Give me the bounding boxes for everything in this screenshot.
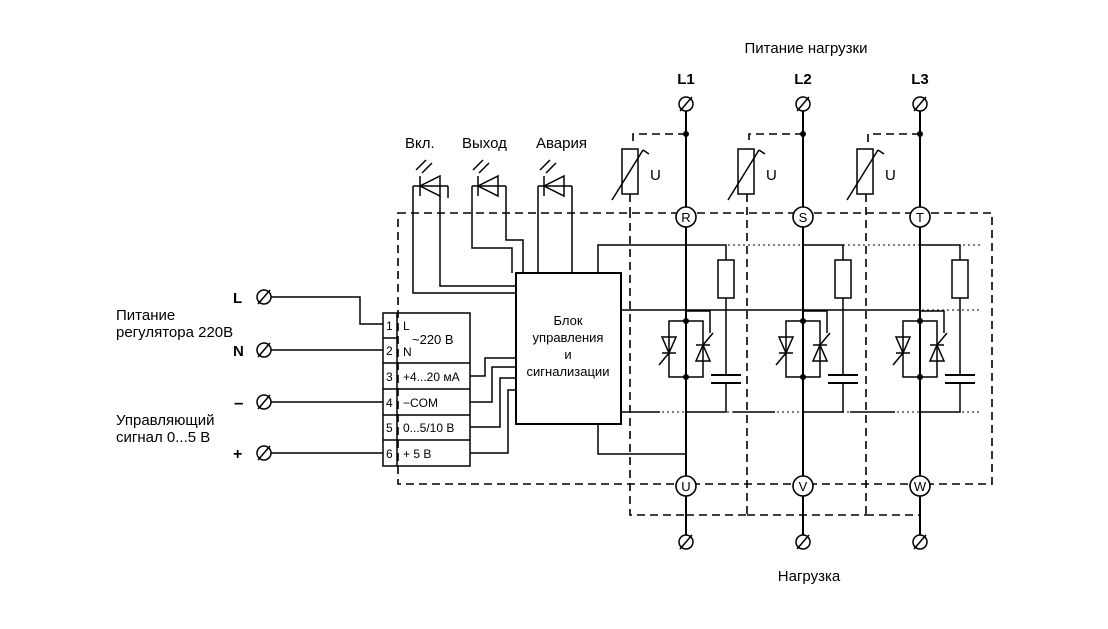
thyristor-group-3: [892, 244, 976, 413]
wire-l: [271, 296, 383, 325]
svg-text:+: +: [233, 446, 242, 463]
terminal-s: S: [799, 210, 808, 225]
terminal-label-1: L: [403, 319, 410, 333]
phase-l3: L3 U T W: [846, 71, 931, 550]
wire-t6: [470, 389, 516, 454]
wire-t4: [470, 366, 516, 403]
terminal-v: V: [799, 479, 808, 494]
varistor-icon: [856, 148, 874, 195]
load-label: Нагрузка: [778, 568, 841, 585]
input-terminal-plus: +: [233, 445, 272, 463]
terminal-num-3: 3: [386, 370, 393, 384]
terminal-w: W: [914, 479, 927, 494]
terminal-label-6: + 5 В: [403, 447, 431, 461]
input-terminal-l: L: [233, 289, 272, 307]
wire-t5: [470, 377, 516, 428]
svg-text:N: N: [233, 343, 244, 360]
input-terminal-minus: –: [234, 393, 272, 412]
terminal-label-5: 0...5/10 В: [403, 421, 454, 435]
svg-text:–: –: [234, 393, 243, 412]
regulator-power-label-1: Питание: [116, 307, 175, 324]
control-signal-label-2: сигнал 0...5 В: [116, 429, 210, 446]
input-terminal-n: N: [233, 342, 272, 360]
terminal-t: T: [916, 210, 924, 225]
control-block: Блок управления и сигнализации: [515, 272, 622, 425]
terminal-num-1: 1: [386, 319, 393, 333]
wire-ctrl-top: [597, 244, 686, 273]
terminal-num-2: 2: [386, 344, 393, 358]
svg-text:U: U: [766, 167, 777, 184]
led-alarm: Авария: [536, 135, 587, 273]
terminal-label-4: −COM: [403, 396, 438, 410]
led-on: Вкл.: [405, 135, 516, 294]
led-output: Выход: [462, 135, 524, 273]
svg-text:L: L: [233, 290, 242, 307]
varistor-icon: [737, 148, 755, 195]
svg-text:Авария: Авария: [536, 135, 587, 152]
load-power-label: Питание нагрузки: [745, 40, 868, 57]
svg-text:U: U: [885, 167, 896, 184]
regulator-power-label-2: регулятора 220В: [116, 324, 233, 341]
terminal-num-6: 6: [386, 447, 393, 461]
svg-text:Выход: Выход: [462, 135, 507, 152]
terminal-num-5: 5: [386, 421, 393, 435]
supply-label: ~220 В: [412, 332, 454, 347]
svg-text:Вкл.: Вкл.: [405, 135, 435, 152]
svg-text:и: и: [564, 347, 571, 362]
phase-l1: L1 U R U: [611, 71, 747, 550]
phase-l2: L2 U S V: [727, 71, 866, 550]
wire-t3: [470, 357, 516, 377]
svg-text:сигнализации: сигнализации: [527, 364, 610, 379]
terminal-label-2: N: [403, 345, 412, 359]
terminal-num-4: 4: [386, 396, 393, 410]
svg-text:управления: управления: [533, 330, 604, 345]
control-signal-label-1: Управляющий: [116, 412, 215, 429]
wire-ctrl-bottom: [597, 424, 686, 455]
terminal-label-3: +4...20 мА: [403, 370, 460, 384]
phase-l2-label: L2: [794, 71, 812, 88]
phase-l1-label: L1: [677, 71, 695, 88]
svg-text:Блок: Блок: [553, 313, 582, 328]
thyristor-group-1: [658, 244, 742, 413]
terminal-u: U: [681, 479, 690, 494]
terminal-block: 1 2 3 4 5 6 L N ~220 В +4...20 мА −COM 0…: [382, 312, 471, 467]
svg-text:U: U: [650, 167, 661, 184]
terminal-r: R: [681, 210, 690, 225]
phase-l3-label: L3: [911, 71, 929, 88]
thyristor-group-2: [775, 244, 859, 413]
